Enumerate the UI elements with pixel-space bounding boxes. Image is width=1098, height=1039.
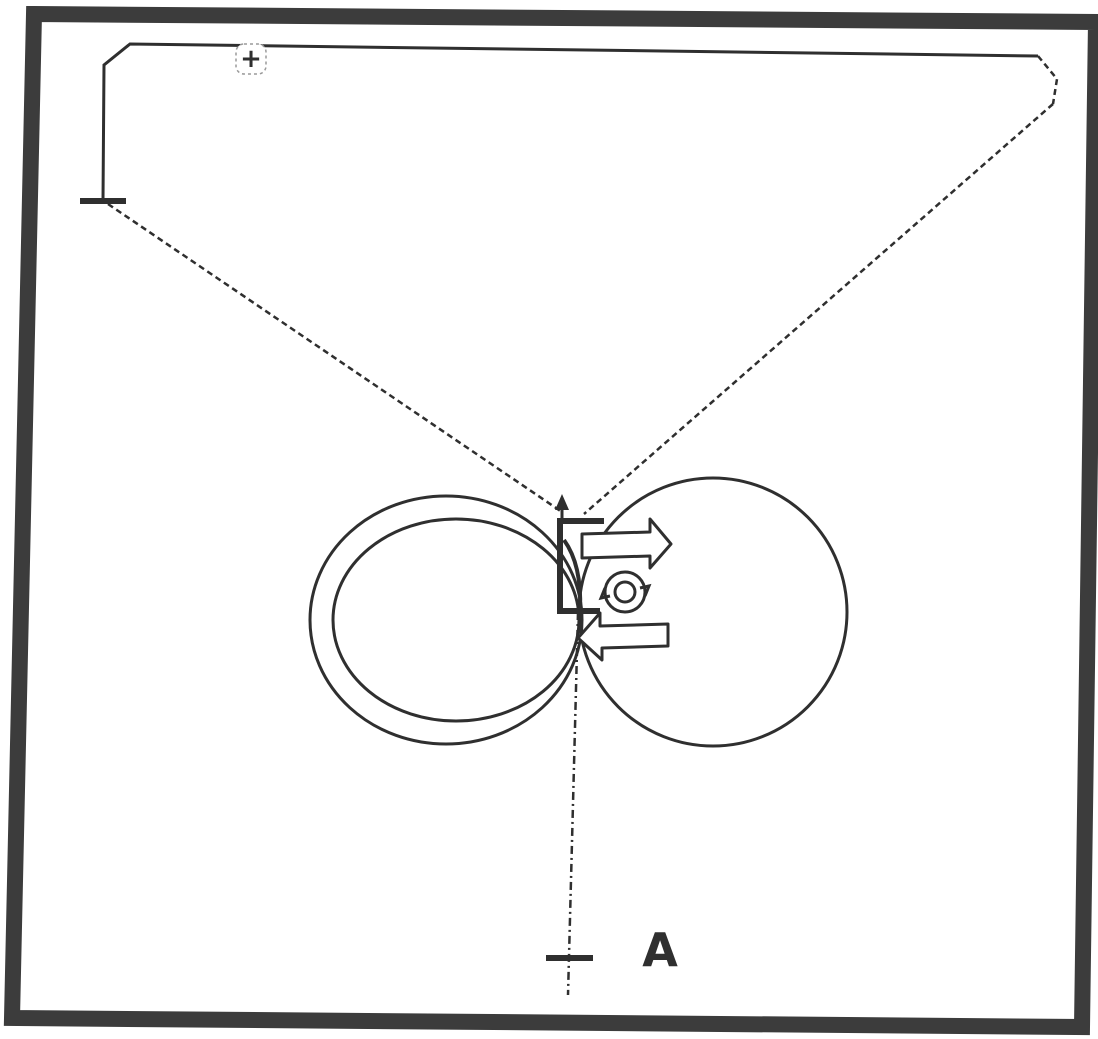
right-arrow-icon: [580, 517, 673, 570]
dashed-path-right-diagonal: [583, 103, 1054, 515]
center-bracket: [557, 518, 604, 614]
rotation-icon: [598, 570, 652, 614]
dash-dot-path-down: [566, 611, 580, 996]
center-curve: [562, 538, 583, 611]
left-loop-inner: [331, 517, 581, 723]
left-arrow-icon: [576, 611, 670, 662]
solid-path-top: [101, 42, 1039, 201]
diagram-frame: [3, 5, 1098, 1036]
panel-label: A: [642, 923, 678, 977]
left-loop-outer: [308, 494, 584, 746]
plus-marker-icon: +: [235, 43, 267, 75]
start-marker-label: +: [240, 44, 262, 74]
up-arrow-icon: [555, 494, 569, 522]
dashed-path-left-diagonal: [107, 202, 563, 514]
dashed-path-right-corner: [1037, 55, 1059, 105]
